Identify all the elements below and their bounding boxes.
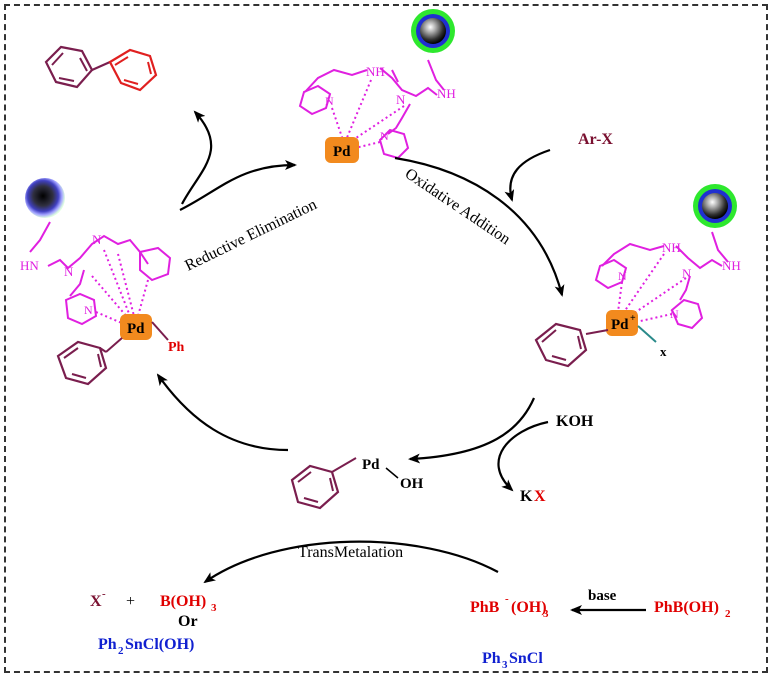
right-x-label: x [660, 344, 667, 359]
x-minus-label: X [90, 593, 102, 610]
boh3-sub: 3 [211, 602, 217, 614]
left-pd-label: Pd [127, 321, 145, 337]
top-nh-label: NH [366, 64, 385, 79]
curved-arrow-icon [156, 373, 289, 452]
right-nh-label: NH [662, 240, 681, 255]
nanoparticle-sphere-icon [25, 178, 65, 218]
nanoparticle-sphere-icon [702, 193, 728, 219]
right-pyr2-n-label: N [670, 307, 679, 321]
transmetalation-label: TransMetalation [298, 544, 403, 561]
right-pd-x-complex [534, 184, 737, 368]
ar-x-label: Ar-X [578, 131, 613, 148]
left-hn-label: HN [20, 258, 39, 273]
right-nh2-label: NH [722, 258, 741, 273]
left-pyr-n-label: N [84, 303, 93, 317]
nanoparticle-sphere-icon [420, 18, 446, 44]
phb-sup: - [505, 593, 509, 605]
top-pyr-n-label: N [325, 94, 334, 108]
top-pd-label: Pd [333, 144, 351, 160]
reductive-elimination-label: Reductive Elimination [182, 196, 319, 275]
dashed-border [4, 4, 768, 673]
left-pd-ph-complex [25, 178, 172, 386]
right-pd-label: Pd [611, 317, 629, 333]
curved-arrow-icon [394, 156, 565, 297]
left-ph-label: Ph [168, 340, 185, 355]
right-n-label: N [682, 266, 692, 281]
ph2sncl-ph: Ph [98, 636, 117, 653]
base-label: base [588, 588, 617, 604]
phb-right: (OH) [511, 599, 547, 616]
top-pd-complex [298, 9, 455, 163]
pd-oh-intermediate [290, 457, 399, 510]
pd-oh-oh-label: OH [400, 476, 424, 492]
curved-arrow-icon [497, 420, 549, 492]
koh-label: KOH [556, 413, 594, 430]
ph3sncl-rest: SnCl [509, 650, 543, 667]
cycle-arrows [156, 110, 646, 615]
top-n-label: N [396, 92, 406, 107]
oxidative-addition-label: Oxidative Addition [402, 165, 514, 248]
curved-arrow-icon [179, 160, 297, 211]
phboh2-sub: 2 [725, 608, 731, 620]
ph2sncl-sub: 2 [118, 645, 124, 657]
ph3sncl-ph: Ph [482, 650, 501, 667]
or-label: Or [178, 613, 198, 630]
ph3sncl-sub: 3 [502, 659, 508, 671]
ph2sncl-rest: SnCl(OH) [125, 636, 194, 653]
x-minus-sup: - [102, 588, 106, 600]
right-pyr-n-label: N [618, 269, 627, 283]
top-pyr2-n-label: N [380, 129, 389, 143]
phboh2-label: PhB(OH) [654, 599, 719, 616]
top-nh2-label: NH [437, 86, 456, 101]
curved-arrow-icon [203, 540, 499, 584]
right-pd-charge: + [630, 313, 636, 324]
curved-arrow-icon [181, 110, 213, 205]
left-n-top-label: N [92, 232, 102, 247]
boh3-label: B(OH) [160, 593, 206, 610]
biphenyl-product [44, 45, 158, 92]
curved-arrow-icon [408, 397, 536, 464]
plus-sign: + [126, 593, 135, 610]
kx-k-label: K [520, 488, 533, 505]
kx-x-label: X [534, 488, 546, 505]
left-n-label: N [64, 264, 74, 279]
phb-left: PhB [470, 599, 500, 616]
pd-oh-pd-label: Pd [362, 457, 380, 473]
curved-arrow-icon [504, 148, 551, 202]
phb-sub: 3 [543, 608, 549, 620]
